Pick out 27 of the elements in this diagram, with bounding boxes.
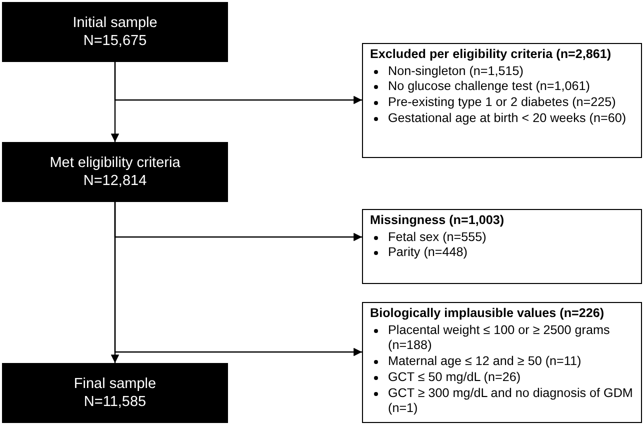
box-title: Final sample <box>72 374 158 393</box>
list-item: Placental weight ≤ 100 or ≥ 2500 grams (n=188) <box>388 322 610 352</box>
list-item: No glucose challenge test (n=1,061) <box>388 79 590 94</box>
list-item: GCT ≤ 50 mg/dL (n=26) <box>388 370 521 384</box>
list-item: Fetal sex (n=555) <box>388 230 486 244</box>
list-item: Pre-existing type 1 or 2 diabetes (n=225) <box>388 95 616 110</box>
arrow <box>114 202 362 356</box>
box-heading: Missingness (n=1,003) <box>370 213 506 229</box>
list-item: Maternal age ≤ 12 and ≥ 50 (n=11) <box>388 354 582 368</box>
list-item: GCT ≥ 300 mg/dL and no diagnosis of GDM (n=1) <box>388 386 633 416</box>
arrow <box>114 62 362 104</box>
exclusion-box <box>362 43 642 158</box>
list-item: Gestational age at birth < 20 weeks (n=60) <box>388 110 626 125</box>
box-title: Met eligibility criteria <box>48 154 182 172</box>
box-title: Initial sample <box>72 14 158 32</box>
exclusion-box <box>362 302 642 423</box>
process-box <box>2 142 228 202</box>
box-heading: Biologically implausible values (n=226) <box>370 306 606 322</box>
count-text: N=15,675 <box>82 32 148 50</box>
process-box <box>2 363 228 423</box>
list-item: Parity (n=448) <box>388 245 468 260</box>
list-item: Non-singleton (n=1,515) <box>388 64 524 78</box>
process-box <box>2 2 228 62</box>
exclusion-box <box>362 209 642 284</box>
count-text: N=11,585 <box>82 393 148 412</box>
count-text: N=12,814 <box>82 172 148 190</box>
box-heading: Excluded per eligibility criteria (n=2,861) <box>370 47 612 63</box>
